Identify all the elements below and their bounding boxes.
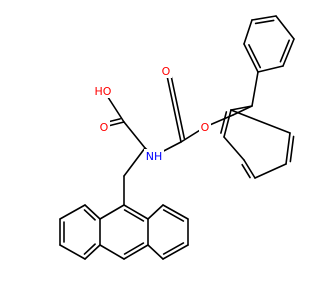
- bond-line: [84, 204, 101, 220]
- bond-line: [243, 43, 259, 73]
- bond-line: [230, 105, 253, 111]
- bond-line: [254, 19, 275, 25]
- atom-label-carbamate-carbonyl-oxygen: O: [162, 65, 171, 78]
- bond-line: [251, 71, 259, 107]
- bond-line: [147, 244, 164, 260]
- bond-line: [83, 209, 96, 221]
- bond-line: [162, 244, 189, 260]
- bond-line: [123, 147, 146, 177]
- atom-label-hydroxyl: HO: [95, 85, 112, 98]
- bond-line: [162, 204, 189, 220]
- bond-line: [285, 132, 291, 165]
- structure-canvas: HO O O O NH: [59, 15, 295, 260]
- atom-label-carbonyl-oxygen: O: [100, 121, 109, 134]
- bond-line: [254, 163, 287, 179]
- bond-line: [83, 243, 96, 255]
- bond-line: [123, 121, 146, 149]
- bond-line: [123, 244, 149, 260]
- bond-line: [223, 136, 245, 161]
- bond-line: [232, 105, 253, 116]
- atom-label-amine: NH: [146, 150, 163, 163]
- bond-line: [162, 242, 185, 255]
- bond-line: [251, 15, 277, 21]
- bond-line: [147, 204, 164, 220]
- bond-line: [59, 244, 86, 260]
- bond-line: [243, 19, 253, 45]
- bond-line: [230, 109, 291, 134]
- bond-line: [220, 111, 228, 134]
- bond-line: [169, 72, 186, 140]
- bond-line: [279, 39, 290, 63]
- bond-line: [123, 209, 145, 222]
- bond-line: [223, 109, 232, 138]
- bond-line: [241, 163, 251, 179]
- bond-line: [123, 242, 145, 255]
- atom-label-layer: HO O O O NH: [91, 64, 211, 163]
- atom-label-ester-oxygen: O: [201, 121, 210, 134]
- bond-line: [165, 70, 182, 143]
- bond-line: [257, 65, 284, 73]
- bond-layer: [59, 15, 295, 260]
- molecule-drawing: HO O O O NH: [59, 15, 295, 260]
- bond-line: [59, 204, 86, 220]
- bond-line: [99, 244, 125, 260]
- bond-line: [84, 244, 101, 260]
- bond-line: [248, 44, 262, 69]
- bond-line: [123, 204, 149, 220]
- bond-line: [289, 135, 295, 163]
- bond-line: [99, 204, 125, 220]
- bond-line: [162, 209, 185, 222]
- bond-line: [243, 159, 256, 179]
- bond-line: [282, 38, 295, 67]
- bond-line: [275, 15, 295, 40]
